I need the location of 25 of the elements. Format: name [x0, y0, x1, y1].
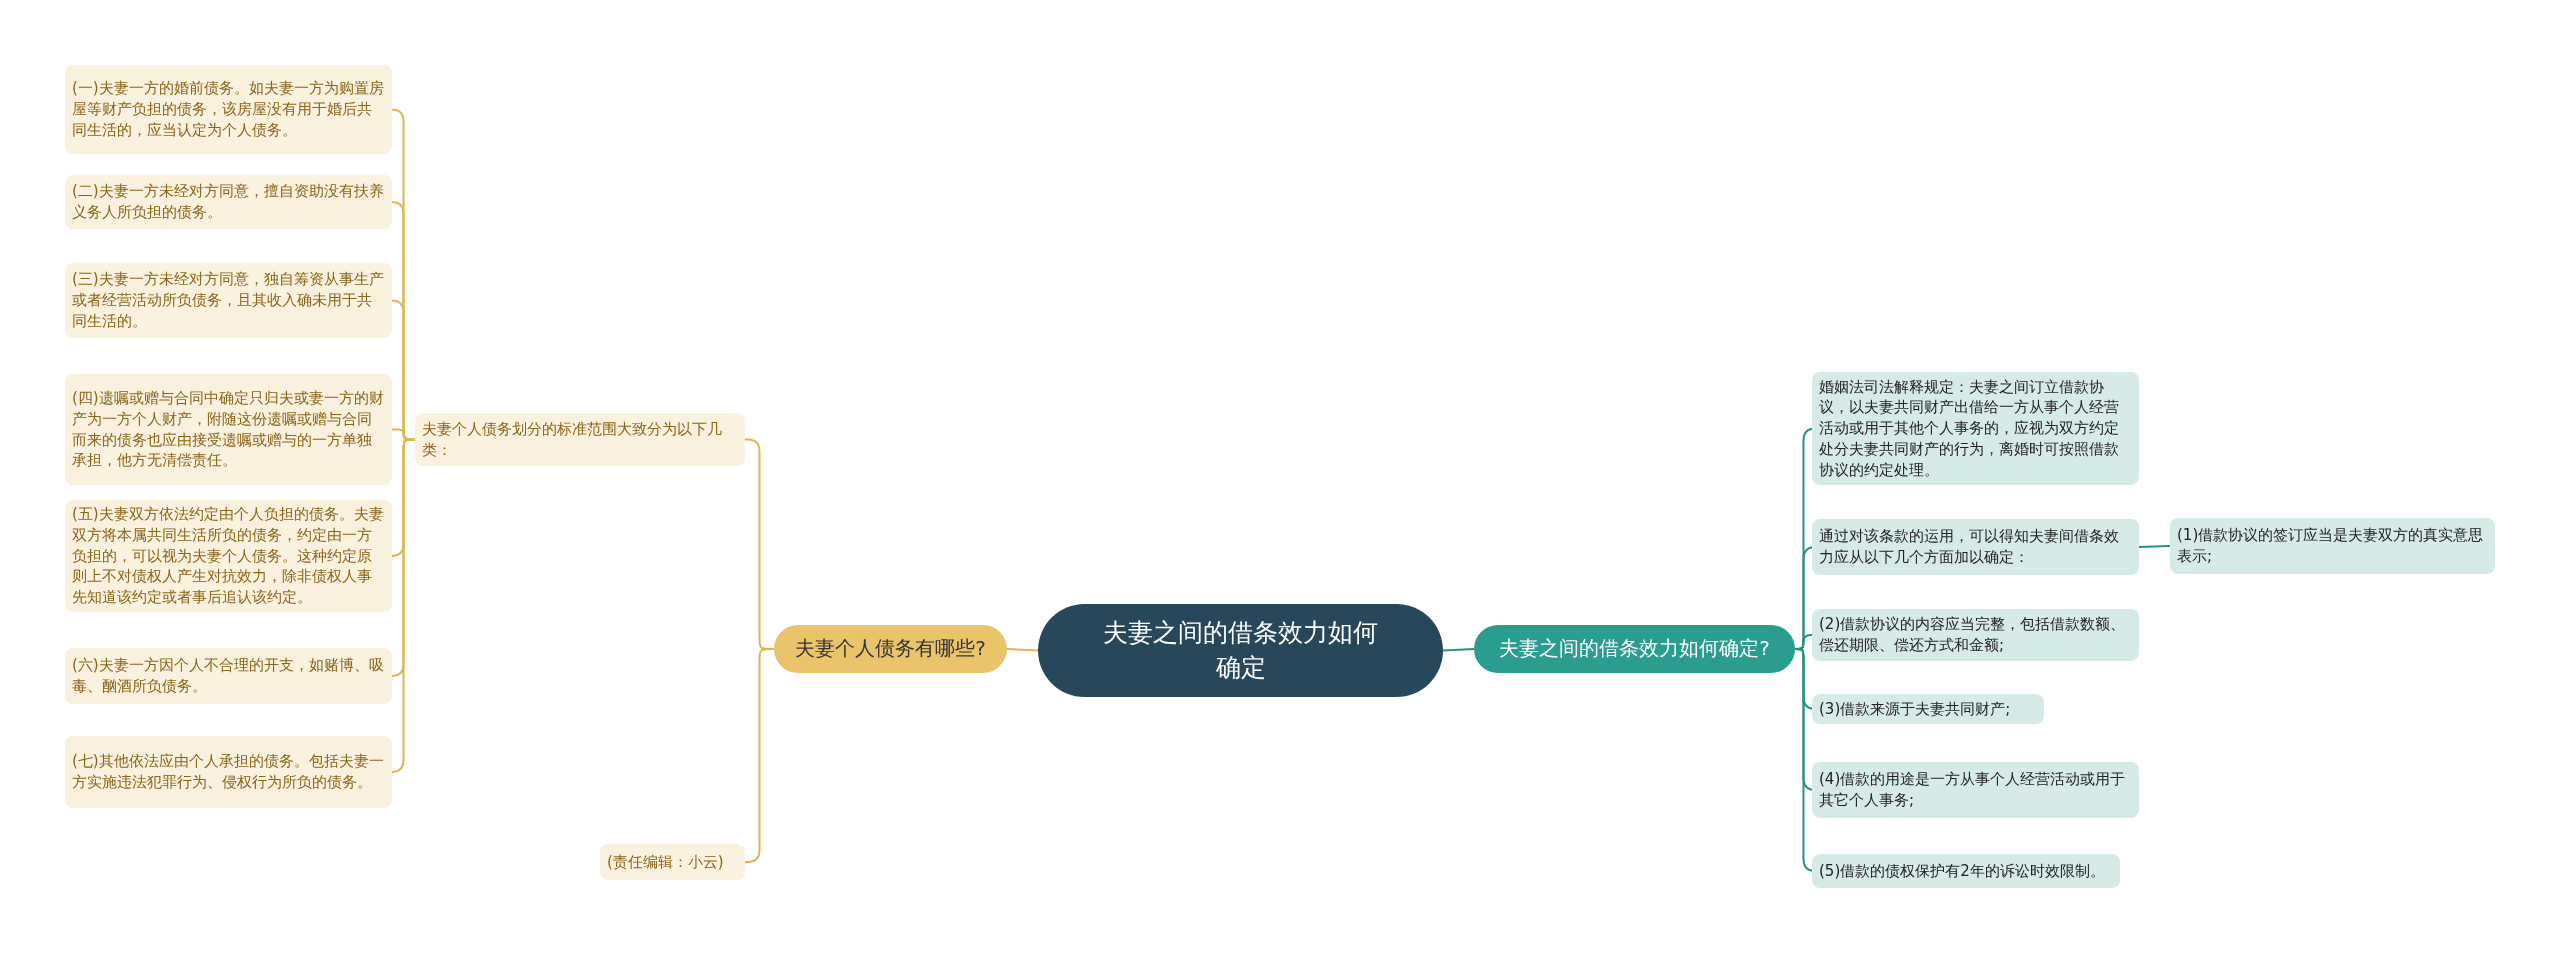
connector-line	[2138, 545, 2171, 548]
leaf-box: (1)借款协议的签订应当是夫妻双方的真实意思表示;	[2170, 518, 2495, 574]
subtopic-box: 夫妻个人债务划分的标准范围大致分为以下几类：	[415, 413, 745, 466]
leaf-box: (七)其他依法应由个人承担的债务。包括夫妻一方实施违法犯罪行为、侵权行为所负的债务。	[65, 736, 392, 808]
leaf-box: 通过对该条款的运用，可以得知夫妻间借条效力应从以下几个方面加以确定：	[1812, 519, 2139, 575]
branch-topic: 夫妻个人债务有哪些?	[774, 625, 1007, 673]
leaf-box: (三)夫妻一方未经对方同意，独自筹资从事生产或者经营活动所负债务，且其收入确未用于共同生活的。	[65, 263, 392, 338]
leaf-box: (一)夫妻一方的婚前债务。如夫妻一方为购置房屋等财产负担的债务，该房屋没有用于婚后共同生活的，应当认定为个人债务。	[65, 65, 392, 154]
connector-line	[390, 438, 416, 773]
connector-line	[1442, 648, 1475, 652]
leaf-box: (六)夫妻一方因个人不合理的开支，如赌博、吸毒、酗酒所负债务。	[65, 648, 392, 704]
leaf-box: (五)夫妻双方依法约定由个人负担的债务。夫妻双方将本属共同生活所负的债务，约定由一方负担的，可以视为夫妻个人债务。这种约定原则上不对债权人产生对抗效力，除非债权人事先知道该约定或者事后追认该约定。	[65, 500, 392, 612]
connector-line	[391, 428, 416, 441]
connector-line	[1794, 634, 1813, 650]
leaf-box: (二)夫妻一方未经对方同意，擅自资助没有扶养义务人所负担的债务。	[65, 175, 392, 229]
leaf-box: (2)借款协议的内容应当完整，包括借款数额、偿还期限、偿还方式和金额;	[1812, 609, 2139, 661]
connector-line	[1006, 648, 1039, 652]
leaf-box: (4)借款的用途是一方从事个人经营活动或用于其它个人事务;	[1812, 762, 2139, 818]
leaf-box: (3)借款来源于夫妻共同财产;	[1812, 694, 2044, 724]
central-topic: 夫妻之间的借条效力如何确定	[1038, 604, 1443, 697]
branch-topic: 夫妻之间的借条效力如何确定?	[1474, 625, 1795, 673]
editor-note: (责任编辑：小云)	[600, 844, 745, 880]
leaf-box: 婚姻法司法解释规定：夫妻之间订立借款协议，以夫妻共同财产出借给一方从事个人经营活动或用于其他个人事务的，应视为双方约定处分夫妻共同财产的行为，离婚时可按照借款协议的约定处理。	[1812, 372, 2139, 485]
leaf-box: (四)遗嘱或赠与合同中确定只归夫或妻一方的财产为一方个人财产，附随这份遗嘱或赠与合同而来的债务也应由接受遗嘱或赠与的一方单独承担，他方无清偿责任。	[65, 374, 392, 485]
leaf-box: (5)借款的债权保护有2年的诉讼时效限制。	[1812, 854, 2120, 888]
